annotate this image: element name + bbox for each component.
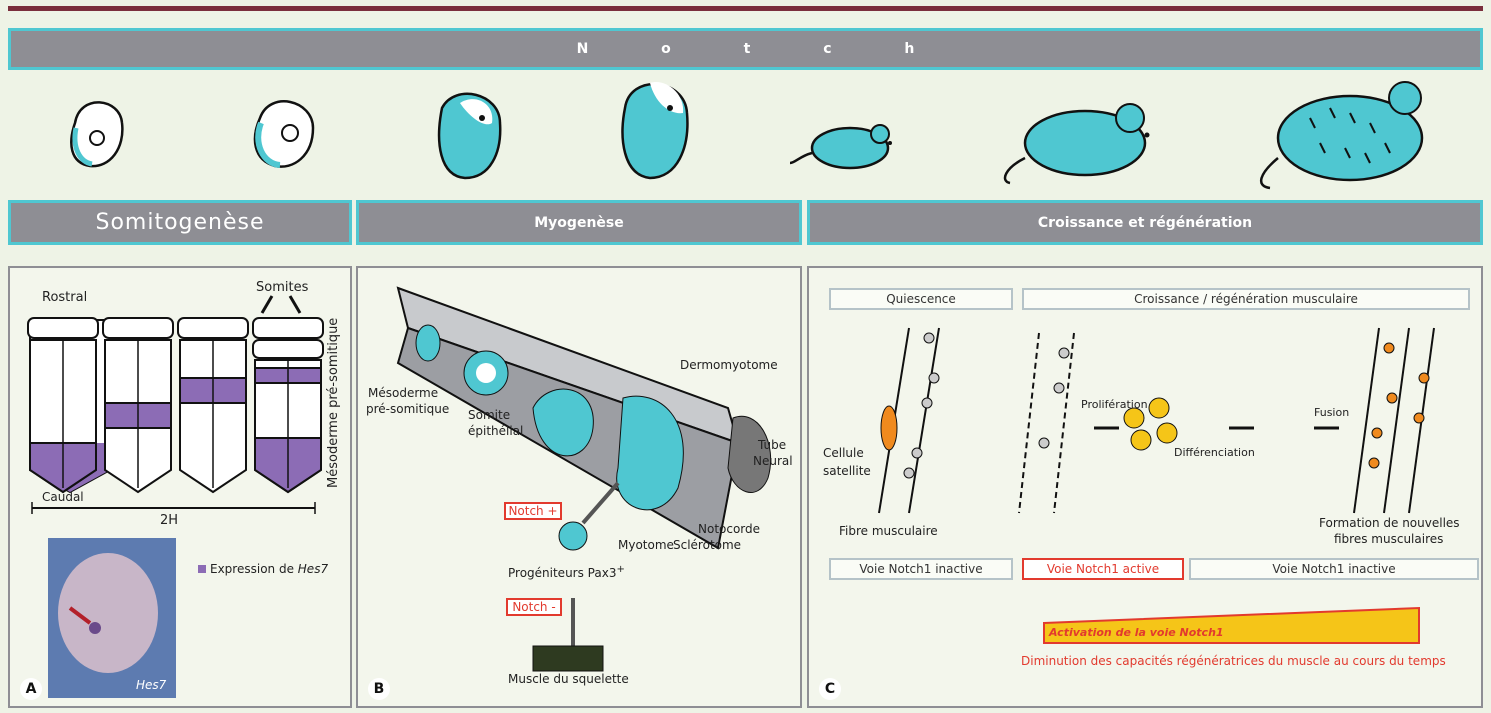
label-dermomyotome: Dermomyotome	[680, 358, 778, 372]
somite-clock-diagram	[10, 268, 354, 710]
label-satellite: satellite	[823, 464, 871, 478]
embryo-stage-4	[623, 82, 688, 178]
label-progeniteurs: Progéniteurs Pax3+	[508, 564, 625, 580]
legend-hes7: Expression de Hes7	[210, 562, 328, 576]
panel-c: Quiescence Croissance / régénération mus…	[807, 266, 1483, 708]
notch-plus-box: Notch +	[504, 502, 562, 520]
label-formation-2: fibres musculaires	[1334, 532, 1443, 546]
mouse-old	[1261, 82, 1422, 188]
label-proliferation: Prolifération	[1081, 398, 1148, 411]
label-sclerotome: Sclérotome	[673, 538, 741, 552]
notch-banner: N o t c h	[8, 28, 1483, 70]
section-croissance: Croissance et régénération	[807, 200, 1483, 245]
label-somite: Somite	[468, 408, 510, 422]
embryo-stage-3	[439, 94, 500, 178]
box-voie-inactive-2: Voie Notch1 inactive	[1189, 558, 1479, 580]
panel-letter-a: A	[20, 678, 42, 700]
panel-letter-b: B	[368, 678, 390, 700]
label-differenciation: Différenciation	[1174, 446, 1255, 459]
label-fusion: Fusion	[1314, 406, 1349, 419]
panel-a: Rostral Somites	[8, 266, 352, 708]
panel-b: Mésoderme pré-somitique Somite épithélia…	[356, 266, 802, 708]
label-fibre: Fibre musculaire	[839, 524, 938, 538]
section-myogenese: Myogenèse	[356, 200, 802, 245]
progeniteurs-sup: +	[616, 564, 624, 575]
label-2h: 2H	[160, 513, 178, 528]
regeneration-diagram	[809, 268, 1485, 710]
progeniteurs-text: Progéniteurs Pax3	[508, 566, 616, 580]
label-cellule: Cellule	[823, 446, 864, 460]
label-activation: Activation de la voie Notch1	[1049, 626, 1224, 639]
myogenesis-diagram	[358, 268, 804, 710]
mouse-adult	[1005, 104, 1150, 183]
top-rule	[8, 6, 1483, 11]
embryo-stage-2	[255, 101, 313, 166]
label-neural: Neural	[753, 454, 793, 468]
label-formation-1: Formation de nouvelles	[1319, 516, 1460, 530]
label-muscle: Muscle du squelette	[508, 672, 629, 686]
label-myotome: Myotome	[618, 538, 674, 552]
embryo-stage-1	[71, 102, 122, 166]
section-somitogenese: Somitogenèse	[8, 200, 352, 245]
notch-minus-box: Notch -	[506, 598, 562, 616]
label-mesoderme: Mésoderme	[368, 386, 438, 400]
mouse-young	[790, 125, 892, 168]
box-voie-active: Voie Notch1 active	[1022, 558, 1184, 580]
label-mesoderme-presomitique: Mésoderme pré-somitique	[326, 318, 341, 488]
legend-gene: Hes7	[298, 562, 328, 576]
legend-prefix: Expression de	[210, 562, 298, 576]
panel-letter-c: C	[819, 678, 841, 700]
label-tube: Tube	[758, 438, 786, 452]
label-presomitique: pré-somitique	[366, 402, 449, 416]
label-diminution: Diminution des capacités régénératrices …	[1021, 654, 1446, 668]
box-voie-inactive-1: Voie Notch1 inactive	[829, 558, 1013, 580]
label-caudal: Caudal	[42, 490, 84, 504]
label-notocorde: Notocorde	[698, 522, 760, 536]
label-epithelial: épithélial	[468, 424, 523, 438]
developmental-stages	[0, 78, 1491, 198]
photo-label-hes7: Hes7	[136, 678, 166, 692]
